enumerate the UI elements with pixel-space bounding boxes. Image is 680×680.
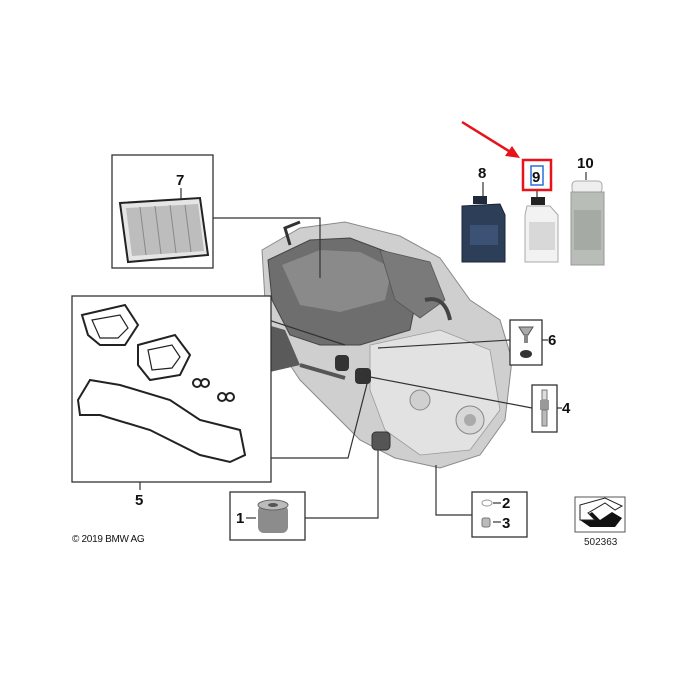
callout-label-5: 5 — [135, 492, 143, 509]
part-8-engine-oil[interactable]: 8 — [461, 165, 506, 263]
callout-box-2-3[interactable]: 2 3 — [471, 491, 528, 538]
highlight-box — [521, 158, 553, 192]
leader-lines — [194, 172, 587, 519]
seal-ring-icon — [481, 499, 493, 507]
red-arrow-icon — [461, 120, 520, 158]
callout-label-9: 9 — [532, 169, 540, 186]
callout-label-1: 1 — [236, 510, 244, 527]
callout-label-10: 10 — [577, 155, 594, 172]
callout-box-7[interactable]: 7 — [111, 154, 214, 269]
direction-arrow-icon — [574, 496, 626, 533]
coolant-bottle-icon — [524, 197, 559, 263]
callout-label-7: 7 — [176, 172, 184, 189]
callout-label-3: 3 — [502, 515, 510, 532]
callout-label-2: 2 — [502, 495, 510, 512]
selection-box — [530, 165, 544, 186]
callout-label-6: 6 — [548, 332, 556, 349]
oil-filter-icon — [257, 499, 289, 533]
copyright-text: © 2019 BMW AG — [72, 534, 145, 545]
part-10-spray-can[interactable]: 10 — [570, 155, 605, 266]
spray-can-icon — [570, 180, 605, 266]
callout-box-4[interactable]: 4 — [531, 384, 571, 433]
nut-icon — [481, 517, 491, 528]
gasket-icon — [76, 303, 247, 464]
spark-plug-icon — [540, 389, 549, 427]
part-9-coolant[interactable]: 9 — [521, 158, 559, 263]
sensor-icon — [518, 326, 534, 358]
air-filter-icon — [118, 196, 210, 264]
callout-label-8: 8 — [478, 165, 486, 182]
diagram-number: 502363 — [584, 537, 618, 548]
engine-illustration — [248, 220, 513, 469]
callout-box-5[interactable] — [71, 295, 272, 490]
callout-box-6[interactable]: 6 — [509, 319, 556, 366]
callout-label-4: 4 — [562, 400, 571, 417]
oil-bottle-icon — [461, 196, 506, 263]
callout-box-1[interactable]: 1 — [229, 491, 306, 541]
